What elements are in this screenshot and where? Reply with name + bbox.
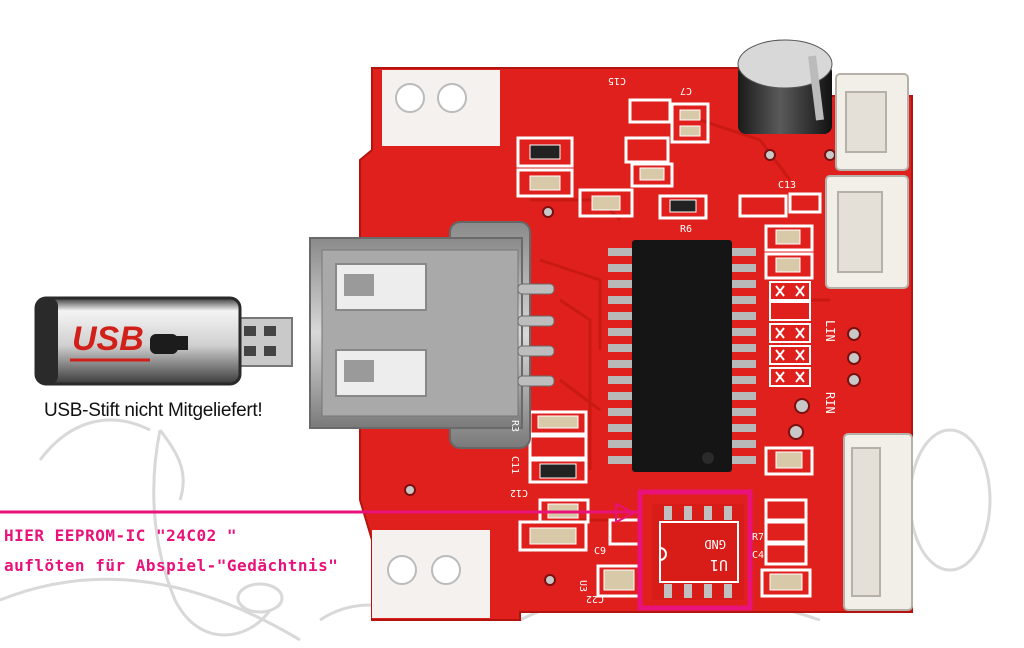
pcb-label-c4: C4 <box>752 550 764 561</box>
x-pad-grid <box>769 281 811 387</box>
usb-not-included-caption: USB-Stift nicht Mitgeliefert! <box>44 400 263 421</box>
vias <box>404 149 861 586</box>
electrolytic-capacitor <box>737 39 833 134</box>
pcb-label-c11: C11 <box>509 456 520 474</box>
pcb-label-u3: U3 <box>577 580 588 592</box>
pcb-label-c12: C12 <box>510 487 528 498</box>
pcb-label-gnd: GND <box>704 537 726 551</box>
eeprom-note-line-2: auflöten für Abspiel-"Gedächtnis" <box>4 556 339 575</box>
eeprom-annotation <box>0 489 753 611</box>
pcb-label-c9: C9 <box>594 546 606 557</box>
pcb-label-c15: C15 <box>608 75 626 86</box>
pcb-label-u1: U1 <box>710 556 728 574</box>
main-ic-chip <box>608 240 756 472</box>
pcb-label-r6: R6 <box>680 224 692 235</box>
usb-stick <box>34 296 293 386</box>
pcb-label-rin: RIN <box>823 392 837 414</box>
jst-connectors <box>825 73 913 611</box>
pcb-label-c22: C22 <box>586 593 604 604</box>
pcb-label-c7: C7 <box>680 85 692 96</box>
eeprom-footprint <box>652 504 744 600</box>
usb-port <box>309 221 555 449</box>
pcb-label-r3: R3 <box>509 420 520 432</box>
pcb-label-r7: R7 <box>752 532 764 543</box>
pcb-label-lin: LIN <box>823 320 837 342</box>
eeprom-note-line-1: HIER EEPROM-IC "24C02 " <box>4 526 238 545</box>
smd-components <box>516 98 822 598</box>
pcb-label-c13: C13 <box>778 180 796 191</box>
usb-stick-label: USB <box>72 320 144 358</box>
